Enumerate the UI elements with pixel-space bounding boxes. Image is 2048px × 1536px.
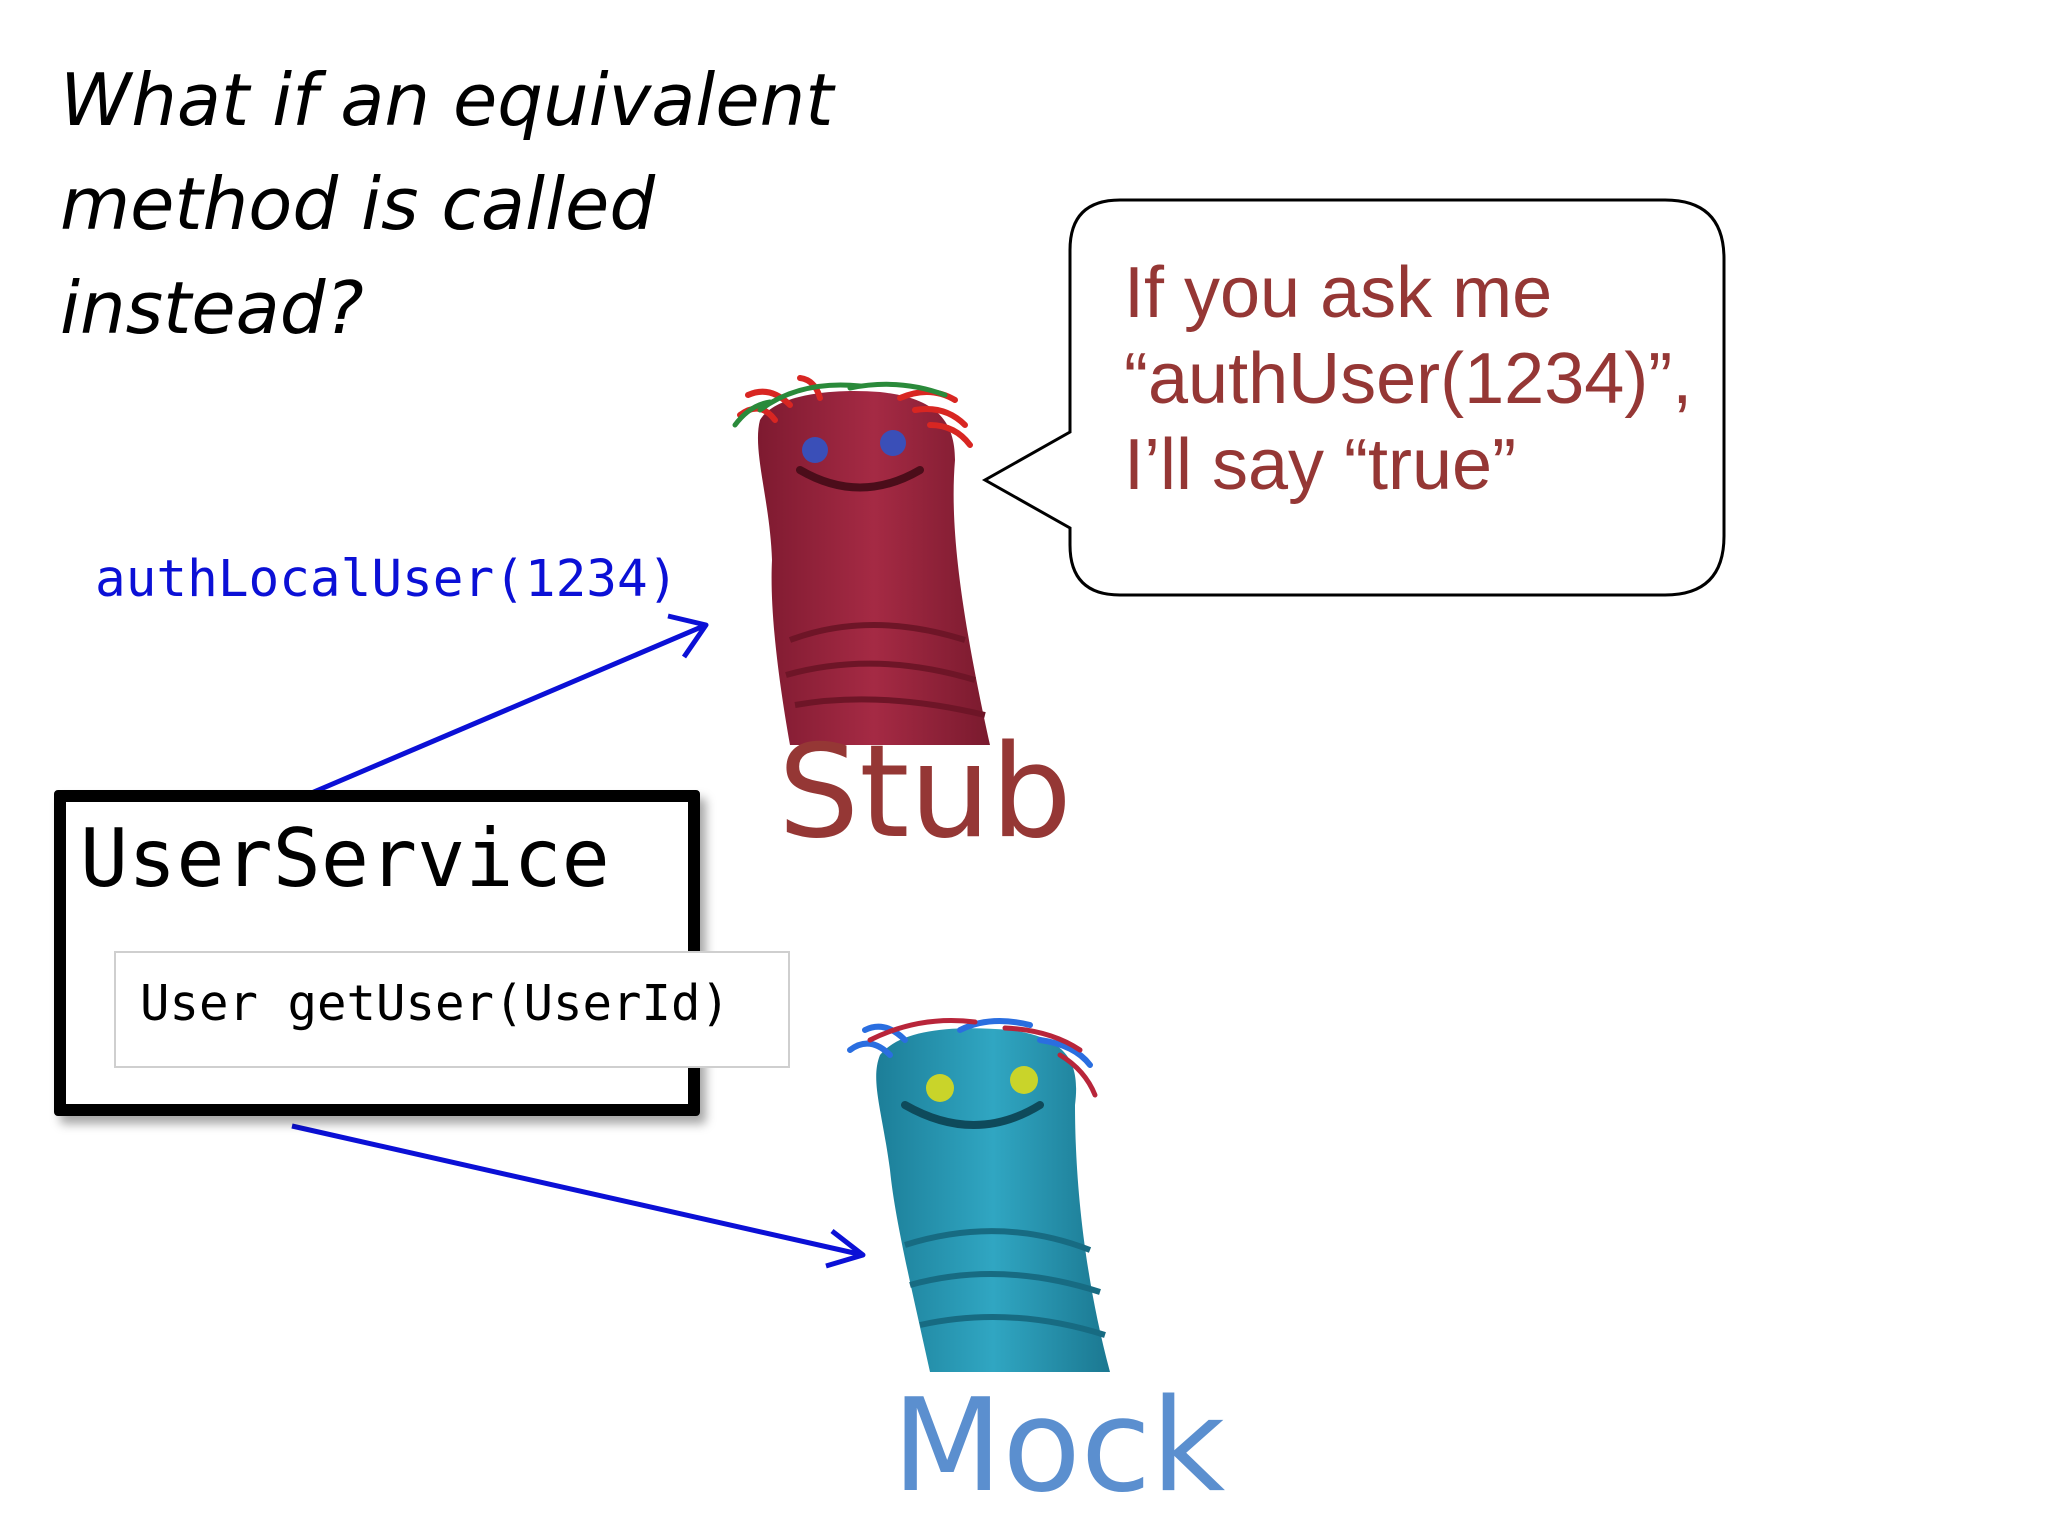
method-signature: User getUser(UserId)	[140, 975, 731, 1032]
mock-label: Mock	[892, 1372, 1226, 1521]
method-signature-box	[114, 951, 790, 1068]
speech-bubble	[981, 198, 1726, 597]
heading-line-3: instead?	[60, 266, 364, 350]
stub-label: Stub	[778, 718, 1072, 867]
call-arrow-to-mock	[291, 1123, 866, 1269]
call-arrow-to-stub	[294, 613, 709, 803]
speech-bubble-text: If you ask me “authUser(1234)”, I’ll say…	[1124, 250, 1693, 508]
bubble-line-3: I’ll say “true”	[1124, 425, 1517, 505]
user-service-title: UserService	[80, 812, 610, 905]
heading-line-1: What if an equivalent	[60, 58, 834, 142]
mock-puppet-icon	[847, 1018, 1110, 1372]
heading-line-2: method is called	[60, 162, 656, 246]
slide-heading: What if an equivalent method is called i…	[60, 48, 880, 360]
bubble-line-2: “authUser(1234)”,	[1124, 339, 1693, 419]
bubble-line-1: If you ask me	[1124, 253, 1553, 333]
method-call-label: authLocalUser(1234)	[95, 550, 679, 609]
stub-puppet-icon	[732, 375, 990, 745]
